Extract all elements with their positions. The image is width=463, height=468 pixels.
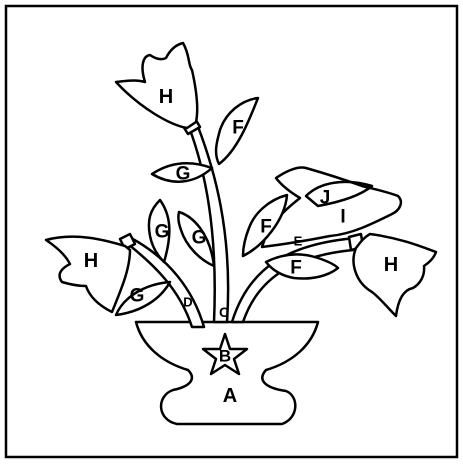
label-J: J	[320, 188, 331, 209]
label-H-top: H	[159, 86, 173, 108]
label-F-middle: F	[260, 217, 272, 238]
label-E: E	[294, 234, 303, 249]
label-G-left: G	[155, 222, 170, 243]
label-B: B	[219, 347, 231, 366]
label-I: I	[340, 207, 345, 228]
label-G-center: G	[192, 228, 207, 249]
label-G-upper: G	[176, 164, 191, 185]
label-H-right: H	[384, 254, 398, 276]
label-F-top: F	[232, 118, 244, 139]
label-H-left: H	[84, 250, 98, 272]
label-D: D	[183, 295, 192, 310]
label-G-bottom: G	[130, 286, 145, 307]
label-A: A	[223, 385, 237, 407]
label-C: C	[219, 304, 229, 320]
label-F-lower: F	[290, 258, 302, 279]
